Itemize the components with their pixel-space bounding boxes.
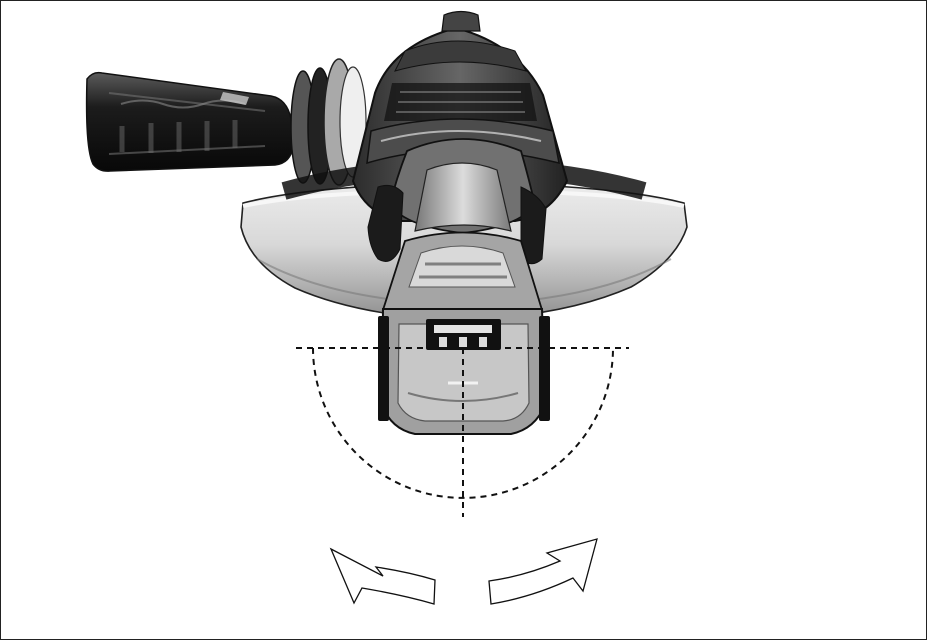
side-handle <box>85 58 367 186</box>
clockwise-arrow <box>488 538 598 605</box>
rotation-guide <box>296 347 629 517</box>
counterclockwise-arrow <box>329 547 436 605</box>
rear-handle <box>367 138 550 435</box>
